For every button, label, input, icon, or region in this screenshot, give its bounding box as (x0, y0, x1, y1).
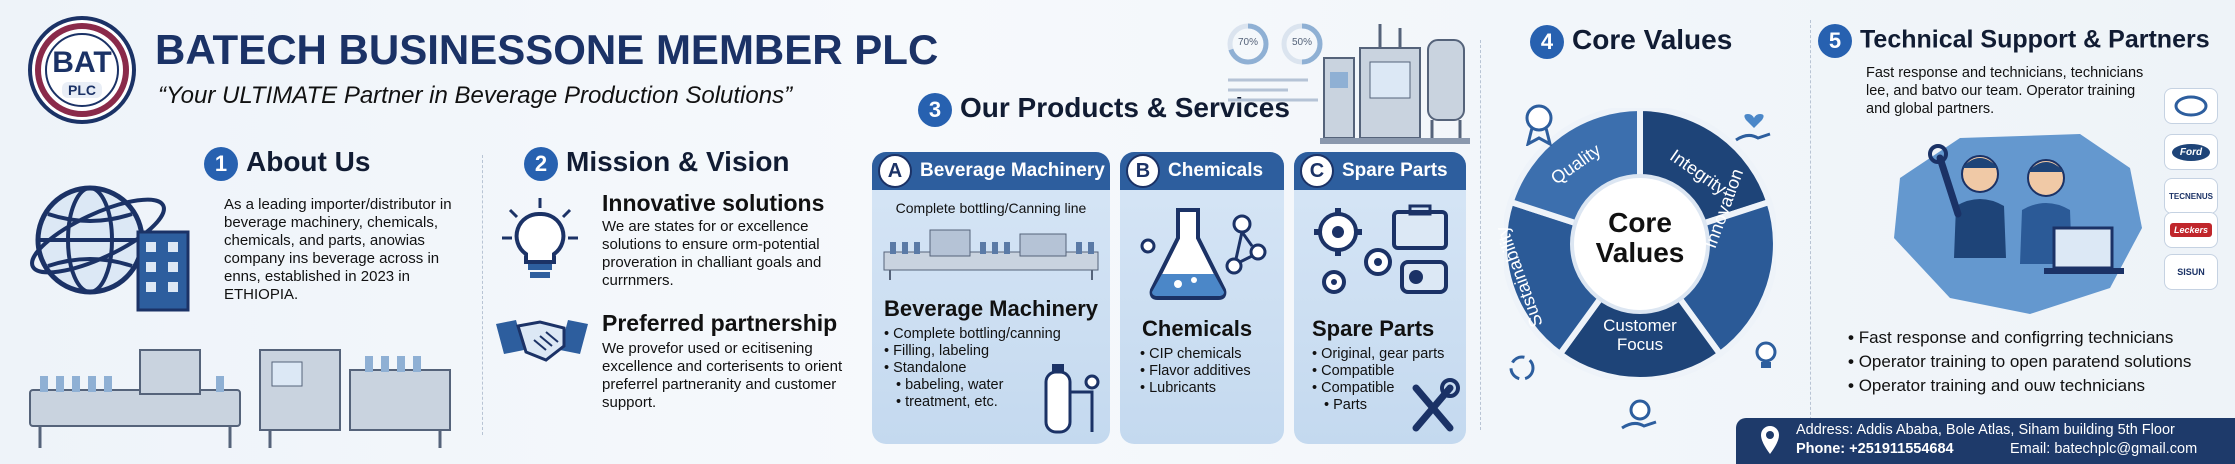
card-item-list: CIP chemicals Flavor additives Lubricant… (1140, 346, 1284, 397)
card-item-list: Complete bottling/canning Filling, label… (884, 326, 1061, 411)
award-icon (1522, 102, 1556, 147)
company-name: BATECH BUSINESSONE MEMBER PLC (155, 26, 939, 73)
section-number: 5 (1818, 24, 1852, 58)
list-item: Standalone (884, 360, 1034, 377)
card-header: C Spare Parts (1294, 152, 1466, 190)
gauge-label: 70% (1237, 37, 1258, 48)
technicians-illustration (1880, 118, 2150, 318)
list-item: Fast response and configrring technician… (1848, 326, 2228, 350)
bulb-small-icon (1750, 338, 1782, 374)
card-title: Chemicals (1142, 316, 1253, 341)
core-values-wheel: Core Values Quality Integrity Innovation… (1492, 104, 1779, 384)
gauge-label: 50% (1291, 37, 1312, 48)
location-pin-icon (1758, 424, 1782, 456)
card-item-list: Original, gear parts Compatible Compatib… (1312, 346, 1452, 414)
mission-item1-text: We are states for or excellence solution… (602, 218, 822, 289)
company-tagline: “Your ULTIMATE Partner in Beverage Produ… (158, 82, 793, 109)
heart-hand-icon (1734, 110, 1774, 150)
gears-toolbox-icon (1308, 202, 1456, 304)
handshake-icon (494, 310, 590, 370)
card-title: Beverage Machinery (884, 296, 1098, 321)
contact-address: Address: Addis Ababa, Bole Atlas, Siham … (1796, 422, 2175, 438)
contact-email[interactable]: Email: batechplc@gmail.com (2010, 441, 2198, 457)
mission-item2-text: We provefor used or ecitisening excellen… (602, 340, 843, 411)
product-card-spare-parts[interactable]: C Spare Parts Spare Parts Original, gear… (1294, 152, 1466, 444)
machinery-illustration (1320, 18, 1470, 146)
card-title: Spare Parts (1312, 316, 1435, 341)
list-item: Flavor additives (1140, 363, 1284, 380)
water-treatment-icon (1032, 362, 1102, 438)
list-item: Complete bottling/canning (884, 326, 1061, 343)
partner-logo-leckers: Leckers (2164, 212, 2218, 248)
list-item: Filling, labeling (884, 343, 1034, 360)
support-bullets: Fast response and configrring technician… (1848, 326, 2228, 398)
logo-main-text: BAT (52, 46, 112, 79)
wrench-icon (1406, 378, 1460, 438)
card-letter: C (1300, 154, 1334, 188)
card-letter: A (878, 154, 912, 188)
gauge-chart: 50% (1280, 22, 1324, 66)
list-item: CIP chemicals (1140, 346, 1284, 363)
product-card-beverage-machinery[interactable]: A Beverage Machinery Complete bottling/C… (872, 152, 1110, 444)
list-item: Operator training and ouw technicians (1848, 374, 2228, 398)
partner-logo-sisun: SISUN (2164, 254, 2218, 290)
globe-building-icon (28, 172, 198, 312)
logo-sub-text: PLC (62, 82, 102, 98)
flask-icon (1138, 204, 1268, 304)
support-intro: Fast response and technicians, technicia… (1866, 65, 2144, 117)
company-logo: BAT PLC (28, 16, 136, 124)
factory-illustration (1228, 74, 1328, 108)
contact-bar (1736, 418, 2235, 464)
partner-logo-tecnenus: TECNENUS (2164, 178, 2218, 214)
about-text: As a leading importer/distributor in bev… (224, 196, 452, 303)
card-header: B Chemicals (1120, 152, 1284, 190)
production-line-illustration (20, 330, 460, 455)
money-hand-icon (1620, 398, 1660, 434)
list-item: treatment, etc. (884, 394, 1034, 411)
section-number: 3 (918, 92, 952, 127)
bottling-line-illustration (880, 226, 1102, 282)
wheel-center-label: Core Values (1595, 207, 1685, 268)
contact-phone[interactable]: Phone: +251911554684 (1796, 441, 1954, 457)
lightbulb-icon (500, 196, 580, 286)
partner-logo (2164, 88, 2218, 124)
section-number: 2 (524, 146, 558, 181)
value-segment-customer-focus: Customer Focus (1603, 316, 1677, 354)
list-item: Compatible (1312, 380, 1452, 397)
divider (1480, 40, 1481, 430)
card-letter: B (1126, 154, 1160, 188)
recycle-icon (1506, 352, 1538, 384)
list-item: babeling, water (884, 377, 1034, 394)
partner-logo-ford: Ford (2164, 134, 2218, 170)
card-header: A Beverage Machinery (872, 152, 1110, 190)
list-item: Lubricants (1140, 380, 1284, 397)
card-caption: Complete bottling/Canning line (895, 200, 1087, 216)
divider (1810, 20, 1811, 440)
gauge-chart: 70% (1226, 22, 1270, 66)
list-item: Compatible (1312, 363, 1452, 380)
mission-item1-title: Innovative solutions (602, 190, 825, 216)
mission-item2-title: Preferred partnership (602, 310, 838, 336)
product-card-chemicals[interactable]: B Chemicals Chemicals CIP chemicals Flav… (1120, 152, 1284, 444)
list-item: Parts (1312, 397, 1452, 414)
section-number: 4 (1530, 24, 1564, 59)
list-item: Operator training to open paratend solut… (1848, 350, 2228, 374)
divider (482, 155, 483, 435)
list-item: Original, gear parts (1312, 346, 1452, 363)
section-number: 1 (204, 146, 238, 181)
